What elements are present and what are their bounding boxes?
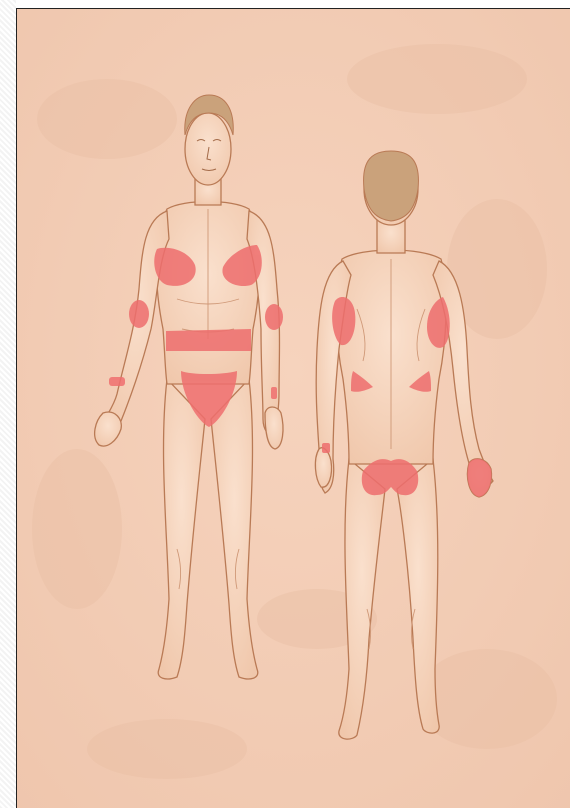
front-right-elbow-highlight [265,304,283,330]
frame-margin [0,0,16,808]
front-left-wrist-highlight [109,377,125,386]
front-waistband-highlight [166,329,251,351]
illustration-canvas [16,8,570,808]
back-hair [364,151,419,221]
anatomy-illustration [17,9,570,808]
back-left-hand [315,448,331,487]
front-right-wrist-highlight [271,387,277,399]
front-left-elbow-highlight [129,300,149,328]
back-left-wrist-highlight [322,443,330,453]
front-head [185,113,231,185]
